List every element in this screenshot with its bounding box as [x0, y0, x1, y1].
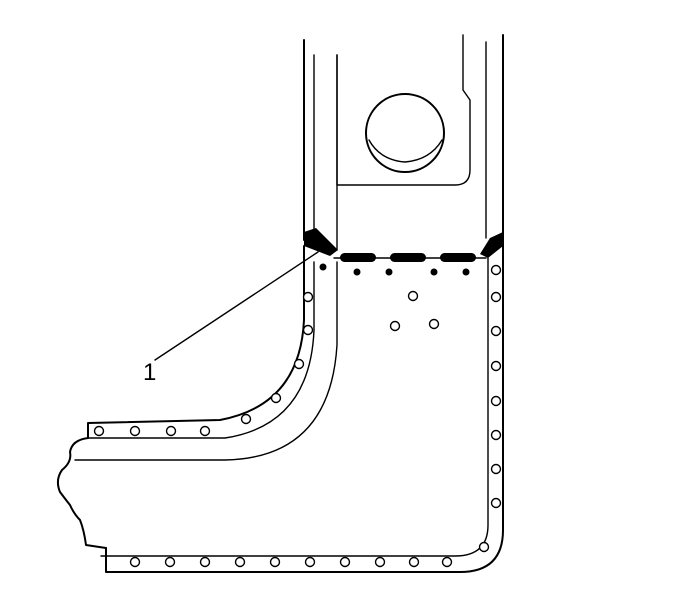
hole [165, 425, 177, 437]
hole [234, 556, 246, 568]
upper-pillar [303, 34, 504, 251]
weld-dot [353, 268, 361, 276]
hole [490, 463, 502, 475]
inner-right-bottom-edge [100, 257, 489, 557]
hole [478, 541, 490, 553]
hole [374, 556, 386, 568]
hole [304, 556, 316, 568]
access-hole-outer [365, 93, 445, 173]
hole [199, 425, 211, 437]
outer-right-bottom-edge [105, 235, 504, 573]
panel-holes [389, 290, 440, 332]
hole [270, 392, 282, 404]
curve-flange-holes [93, 291, 314, 437]
hole [302, 324, 314, 336]
hole [93, 425, 105, 437]
hole [490, 429, 502, 441]
seam-dash [340, 253, 376, 262]
hole [164, 556, 176, 568]
hole [490, 291, 502, 303]
hole [441, 556, 453, 568]
hole [339, 556, 351, 568]
seam-dash [390, 253, 426, 262]
weld-dot [319, 263, 327, 271]
hole [240, 413, 252, 425]
hole [428, 318, 440, 330]
hole [490, 264, 502, 276]
hole [408, 556, 420, 568]
inner-curve [74, 261, 338, 461]
hole [490, 497, 502, 509]
hole [490, 395, 502, 407]
access-hole-inner [368, 139, 443, 163]
hole [302, 291, 314, 303]
torn-edge [56, 437, 107, 549]
cut-line [304, 228, 503, 262]
bottom-flange-holes [129, 541, 490, 568]
plug-weld-dots [319, 263, 470, 276]
hole [293, 358, 305, 370]
reinforcement-outline [336, 34, 471, 186]
hole [490, 360, 502, 372]
seam-right-end [480, 232, 503, 258]
hole [129, 425, 141, 437]
weld-dot [430, 268, 438, 276]
callout-1: 1 [143, 251, 319, 386]
middle-curve [87, 261, 315, 439]
hole [199, 556, 211, 568]
outer-left-curve [87, 245, 305, 439]
weld-dot [462, 268, 470, 276]
callout-leader-line [154, 251, 319, 361]
hole [407, 290, 419, 302]
lower-section [56, 235, 504, 573]
right-flange-holes [490, 264, 502, 509]
hole [490, 325, 502, 337]
seam-left-end [304, 228, 338, 256]
hole [129, 556, 141, 568]
hole [389, 320, 401, 332]
seam-dash [440, 253, 476, 262]
hole [269, 556, 281, 568]
callout-label: 1 [143, 359, 156, 386]
weld-dot [385, 268, 393, 276]
